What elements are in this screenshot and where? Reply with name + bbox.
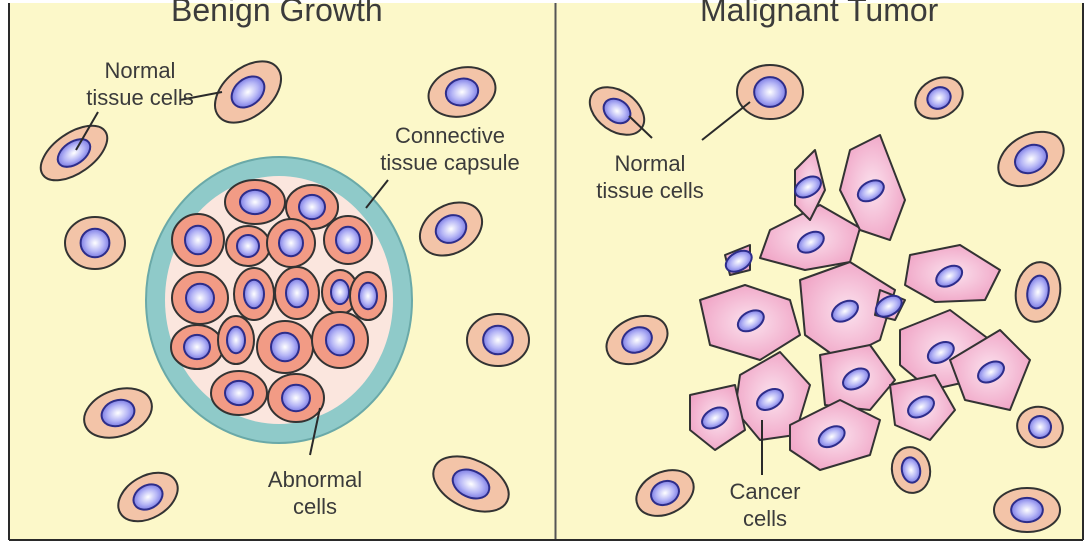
cancer-cells-label: Cancer cells: [705, 478, 825, 532]
malignant-title: Malignant Tumor: [700, 0, 938, 27]
nucleus: [279, 230, 303, 256]
benign-title: Benign Growth: [171, 0, 383, 27]
nucleus: [244, 280, 264, 309]
nucleus: [336, 227, 360, 253]
nucleus: [237, 235, 259, 257]
nucleus: [271, 333, 299, 362]
nucleus: [240, 190, 270, 214]
benign-normal-cells-label: Normal tissue cells: [70, 57, 210, 111]
nucleus: [754, 77, 786, 107]
nucleus: [185, 226, 211, 255]
nucleus: [359, 283, 377, 309]
nucleus: [81, 229, 110, 258]
nucleus: [483, 326, 513, 355]
nucleus: [186, 284, 214, 313]
abnormal-cells-label: Abnormal cells: [255, 466, 375, 520]
malignant-normal-cells-label: Normal tissue cells: [580, 150, 720, 204]
nucleus: [299, 195, 325, 219]
capsule-label: Connective tissue capsule: [360, 122, 540, 176]
nucleus: [225, 381, 253, 405]
nucleus: [326, 325, 354, 356]
nucleus: [286, 279, 308, 308]
nucleus: [282, 385, 310, 411]
nucleus: [184, 335, 210, 359]
nucleus: [227, 327, 245, 353]
nucleus: [1011, 498, 1043, 522]
nucleus: [331, 280, 349, 304]
